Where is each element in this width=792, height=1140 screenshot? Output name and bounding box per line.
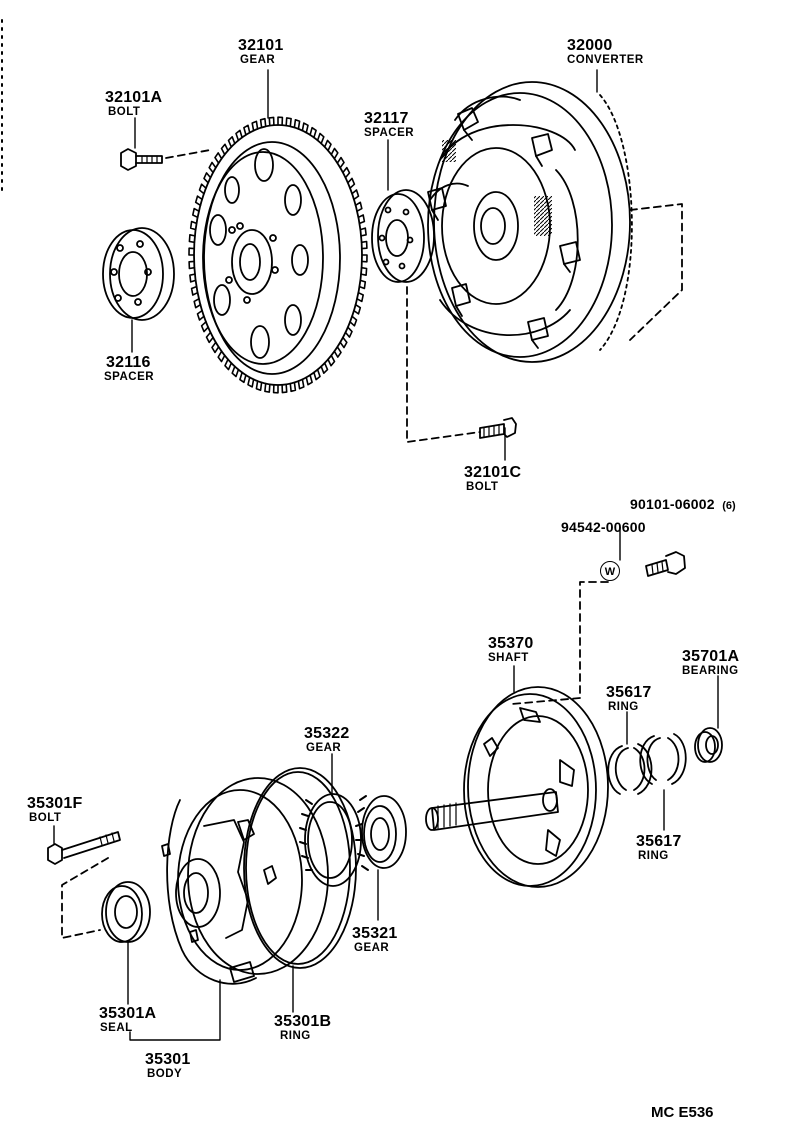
part-label-35301a: 35301A SEAL <box>99 1006 156 1035</box>
part-label-32116: 32116 SPACER <box>104 355 154 384</box>
part-label-35321: 35321 GEAR <box>352 926 398 955</box>
part-name: GEAR <box>354 942 390 954</box>
gear-teeth-outline <box>188 116 368 394</box>
ring-35301b-drawing <box>243 767 357 969</box>
part-label-32101a: 32101A BOLT <box>105 90 162 119</box>
part-name: SHAFT <box>488 652 529 664</box>
part-number: 32117 <box>364 110 409 127</box>
part-name: SEAL <box>100 1022 133 1034</box>
part-label-35301: 35301 BODY <box>145 1052 191 1081</box>
leader-lines <box>53 69 719 1041</box>
part-number: 35301F <box>27 795 83 812</box>
part-number: 32101A <box>105 89 163 106</box>
bolt-35301f-drawing <box>47 831 121 939</box>
part-name: BOLT <box>108 106 141 118</box>
bearing-35701a-drawing <box>694 727 723 763</box>
part-label-35301b: 35301B RING <box>274 1014 331 1043</box>
part-number: 35370 <box>488 635 534 652</box>
part-name: BOLT <box>29 812 62 824</box>
bolt-32101c-drawing <box>479 417 517 439</box>
part-name: RING <box>638 850 669 862</box>
torque-converter-drawing <box>427 81 683 363</box>
gear-35321-drawing <box>355 795 407 871</box>
part-name: CONVERTER <box>567 54 644 66</box>
gear-35322-drawing <box>299 793 362 887</box>
part-label-35322: 35322 GEAR <box>304 726 350 755</box>
part-label-35617-upper: 35617 RING <box>606 685 652 714</box>
flywheel-gear-drawing <box>188 116 368 394</box>
part-label-94542: 94542-00600 <box>561 520 646 536</box>
stator-shaft-drawing <box>425 686 609 888</box>
part-label-35617-lower: 35617 RING <box>636 834 682 863</box>
part-name: GEAR <box>240 54 276 66</box>
pump-body-drawing <box>161 777 329 985</box>
part-number: 32116 <box>106 354 151 371</box>
part-name: GEAR <box>306 742 342 754</box>
part-number: 35301 <box>145 1051 191 1068</box>
part-label-35370: 35370 SHAFT <box>488 636 534 665</box>
leader-w-to-shaft <box>511 581 609 705</box>
part-name: BEARING <box>682 665 739 677</box>
part-label-35701a: 35701A BEARING <box>682 649 739 678</box>
part-name: RING <box>608 701 639 713</box>
part-name: SPACER <box>104 371 155 383</box>
diagram-code: MC E536 <box>651 1104 714 1121</box>
ring-35617-upper-drawing <box>607 743 653 795</box>
part-number: 35301A <box>99 1005 157 1022</box>
washer-mark-w: W <box>600 561 620 581</box>
part-name: RING <box>280 1030 311 1042</box>
part-number: 90101-06002 <box>630 496 715 512</box>
seal-35301a-drawing <box>101 881 151 943</box>
part-name: BOLT <box>466 481 499 493</box>
spacer-32117-drawing <box>371 189 481 443</box>
part-label-90101: 90101-06002 (6) <box>630 497 736 513</box>
part-number: 35701A <box>682 648 740 665</box>
ring-35617-lower-drawing <box>639 733 687 785</box>
part-label-32000: 32000 CONVERTER <box>567 38 644 67</box>
gear-teeth <box>188 116 368 394</box>
part-number: 35322 <box>304 725 350 742</box>
bolt-32101a-drawing <box>120 148 211 171</box>
part-number: 94542-00600 <box>561 519 646 535</box>
part-name: SPACER <box>364 127 415 139</box>
part-name: BODY <box>147 1068 183 1080</box>
part-label-32101: 32101 GEAR <box>238 38 284 67</box>
part-number: 32000 <box>567 37 613 54</box>
part-number: 35617 <box>636 833 682 850</box>
part-label-32101c: 32101C BOLT <box>464 465 521 494</box>
part-number: 35301B <box>274 1013 332 1030</box>
bolt-90101-drawing <box>645 551 686 577</box>
part-label-32117: 32117 SPACER <box>364 111 414 140</box>
part-number: 32101 <box>238 37 284 54</box>
part-label-35301f: 35301F BOLT <box>27 796 82 825</box>
part-quantity: (6) <box>722 500 736 512</box>
part-number: 32101C <box>464 464 522 481</box>
part-number: 35617 <box>606 684 652 701</box>
spacer-32116-drawing <box>102 227 175 321</box>
part-number: 35321 <box>352 925 398 942</box>
